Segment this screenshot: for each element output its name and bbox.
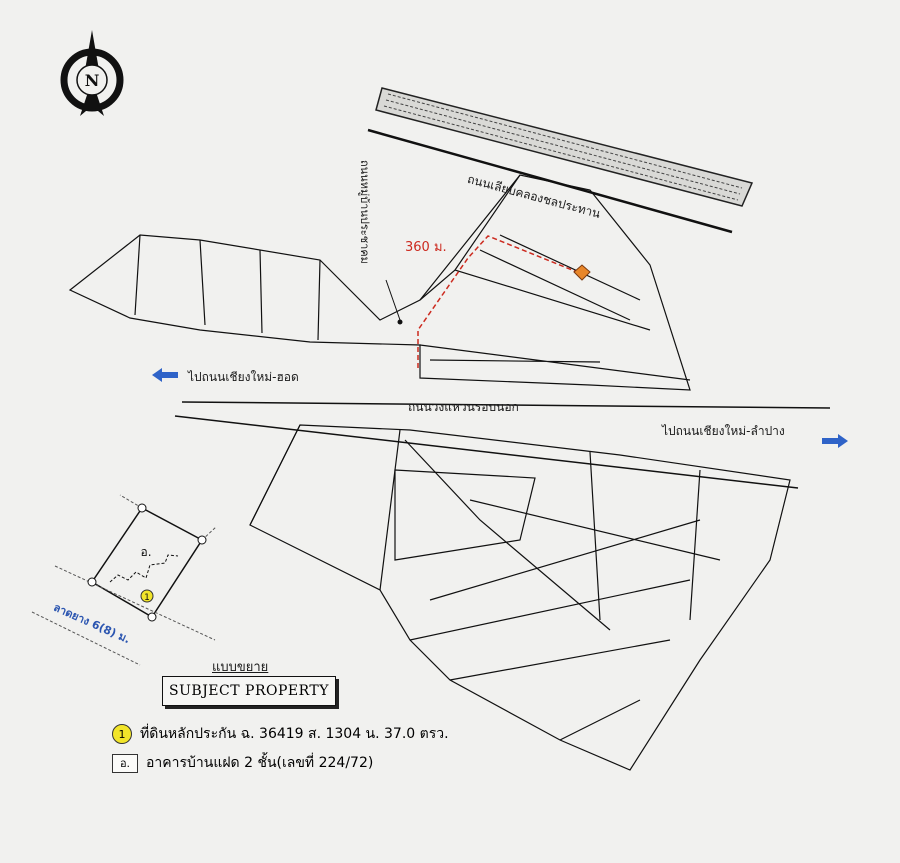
svg-text:อ.: อ. <box>140 545 151 559</box>
svg-text:1: 1 <box>144 593 150 603</box>
ring-road-south-edge <box>174 415 799 489</box>
ring-road-north-edge <box>181 401 831 409</box>
ring-road-label: ถนนวงแหวนรอบนอก <box>408 400 519 414</box>
soi-road-label: ถนนหมู่บ้านประชาคม <box>358 160 371 264</box>
legend-marker-icon: 1 <box>112 724 132 744</box>
arrow-right-icon <box>822 434 848 448</box>
route-to-property <box>417 235 583 368</box>
southern-subdivision <box>249 424 791 771</box>
enlarged-label: แบบขยาย <box>212 660 269 675</box>
legend-row-building: อ. อาคารบ้านแฝด 2 ชั้น(เลขที่ 224/72) <box>112 752 373 774</box>
soi-pointer <box>385 279 401 321</box>
subject-property-label: SUBJECT PROPERTY <box>162 676 336 706</box>
legend-land-text: ที่ดินหลักประกัน ฉ. 36419 ส. 1304 น. 37.… <box>140 726 449 742</box>
subject-property-marker <box>573 264 591 281</box>
canal <box>375 87 754 207</box>
legend-building-icon: อ. <box>112 753 138 773</box>
direction-left-label: ไปถนนเชียงใหม่-ฮอด <box>188 370 299 384</box>
northern-subdivision <box>68 174 691 391</box>
direction-right-label: ไปถนนเชียงใหม่-ลำปาง <box>662 424 785 438</box>
enlarged-plot-inset: 1 อ. <box>31 494 217 666</box>
legend-building-text: อาคารบ้านแฝด 2 ชั้น(เลขที่ 224/72) <box>146 755 374 771</box>
svg-text:N: N <box>85 71 100 90</box>
arrow-left-icon <box>152 368 178 382</box>
north-arrow-icon: N <box>60 30 124 116</box>
distance-label: 360 ม. <box>405 240 447 255</box>
legend-row-land: 1 ที่ดินหลักประกัน ฉ. 36419 ส. 1304 น. 3… <box>112 723 449 745</box>
